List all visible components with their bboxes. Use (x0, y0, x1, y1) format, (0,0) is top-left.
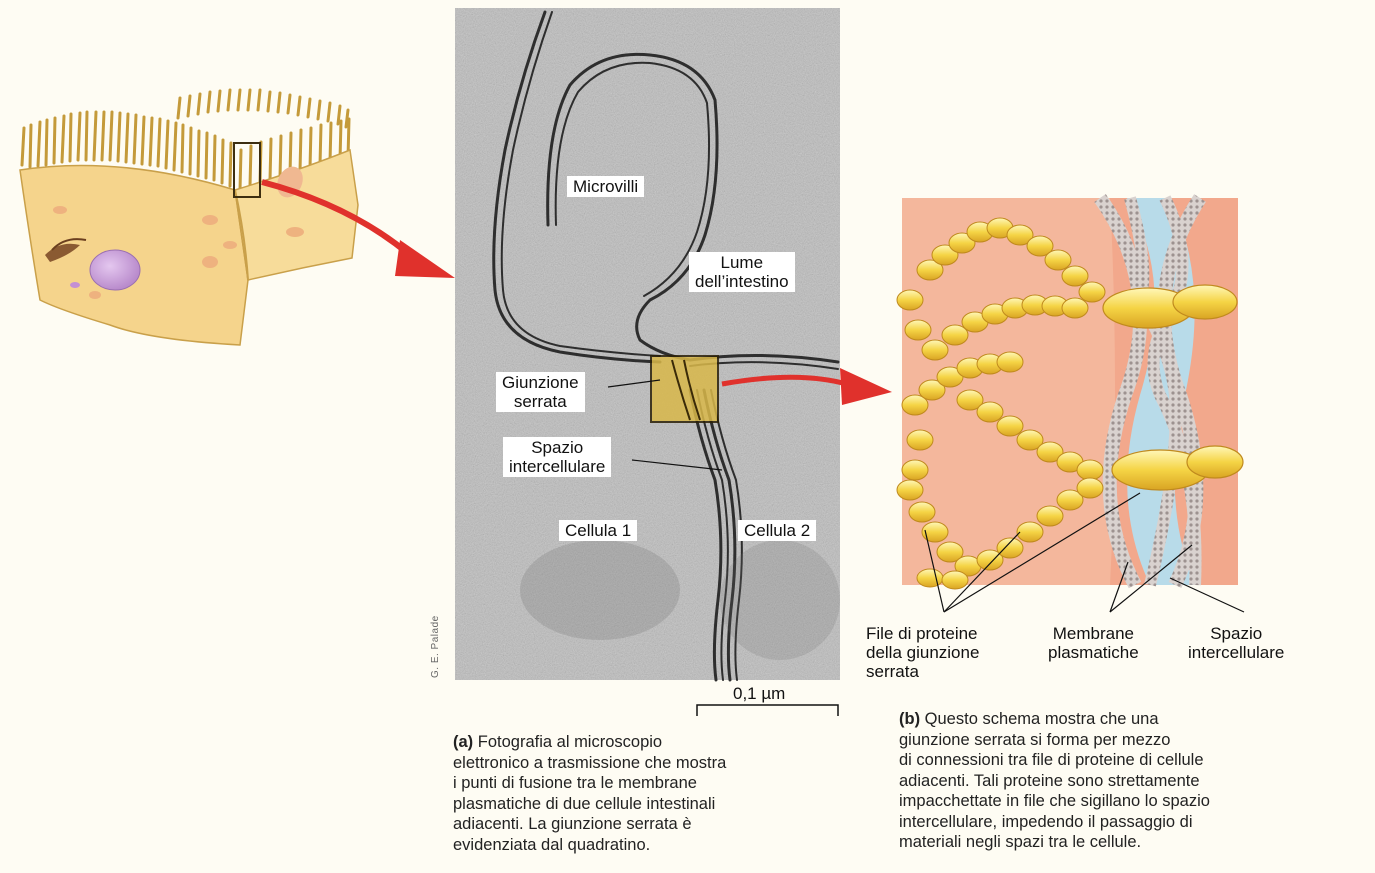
label-membrane-plasmatiche: Membrane plasmatiche (1048, 624, 1139, 662)
label-microvilli: Microvilli (567, 176, 644, 197)
caption-a: (a) Fotografia al microscopio elettronic… (453, 732, 873, 855)
caption-a-tag: (a) (453, 733, 473, 751)
label-spazio-intercellulare-micrograph: Spazio intercellulare (503, 437, 611, 477)
tight-junction-schema (897, 198, 1244, 612)
label-lume-intestino: Lume dell’intestino (689, 252, 795, 292)
label-spazio-intercellulare-schema: Spazio intercellulare (1188, 624, 1284, 662)
scale-bar-label: 0,1 µm (733, 684, 785, 703)
scale-bar (697, 705, 838, 716)
label-cellula-1: Cellula 1 (559, 520, 637, 541)
epithelial-cell-block (20, 90, 358, 345)
label-giunzione-serrata: Giunzione serrata (496, 372, 585, 412)
label-cellula-2: Cellula 2 (738, 520, 816, 541)
label-file-proteine: File di proteine della giunzione serrata (866, 624, 979, 681)
photo-credit: G. E. Palade (430, 615, 441, 678)
electron-micrograph (455, 8, 840, 680)
caption-a-text: Fotografia al microscopio elettronico a … (453, 733, 726, 854)
caption-b: (b) Questo schema mostra che una giunzio… (899, 709, 1369, 853)
caption-b-text: Questo schema mostra che una giunzione s… (899, 710, 1210, 851)
caption-b-tag: (b) (899, 710, 920, 728)
